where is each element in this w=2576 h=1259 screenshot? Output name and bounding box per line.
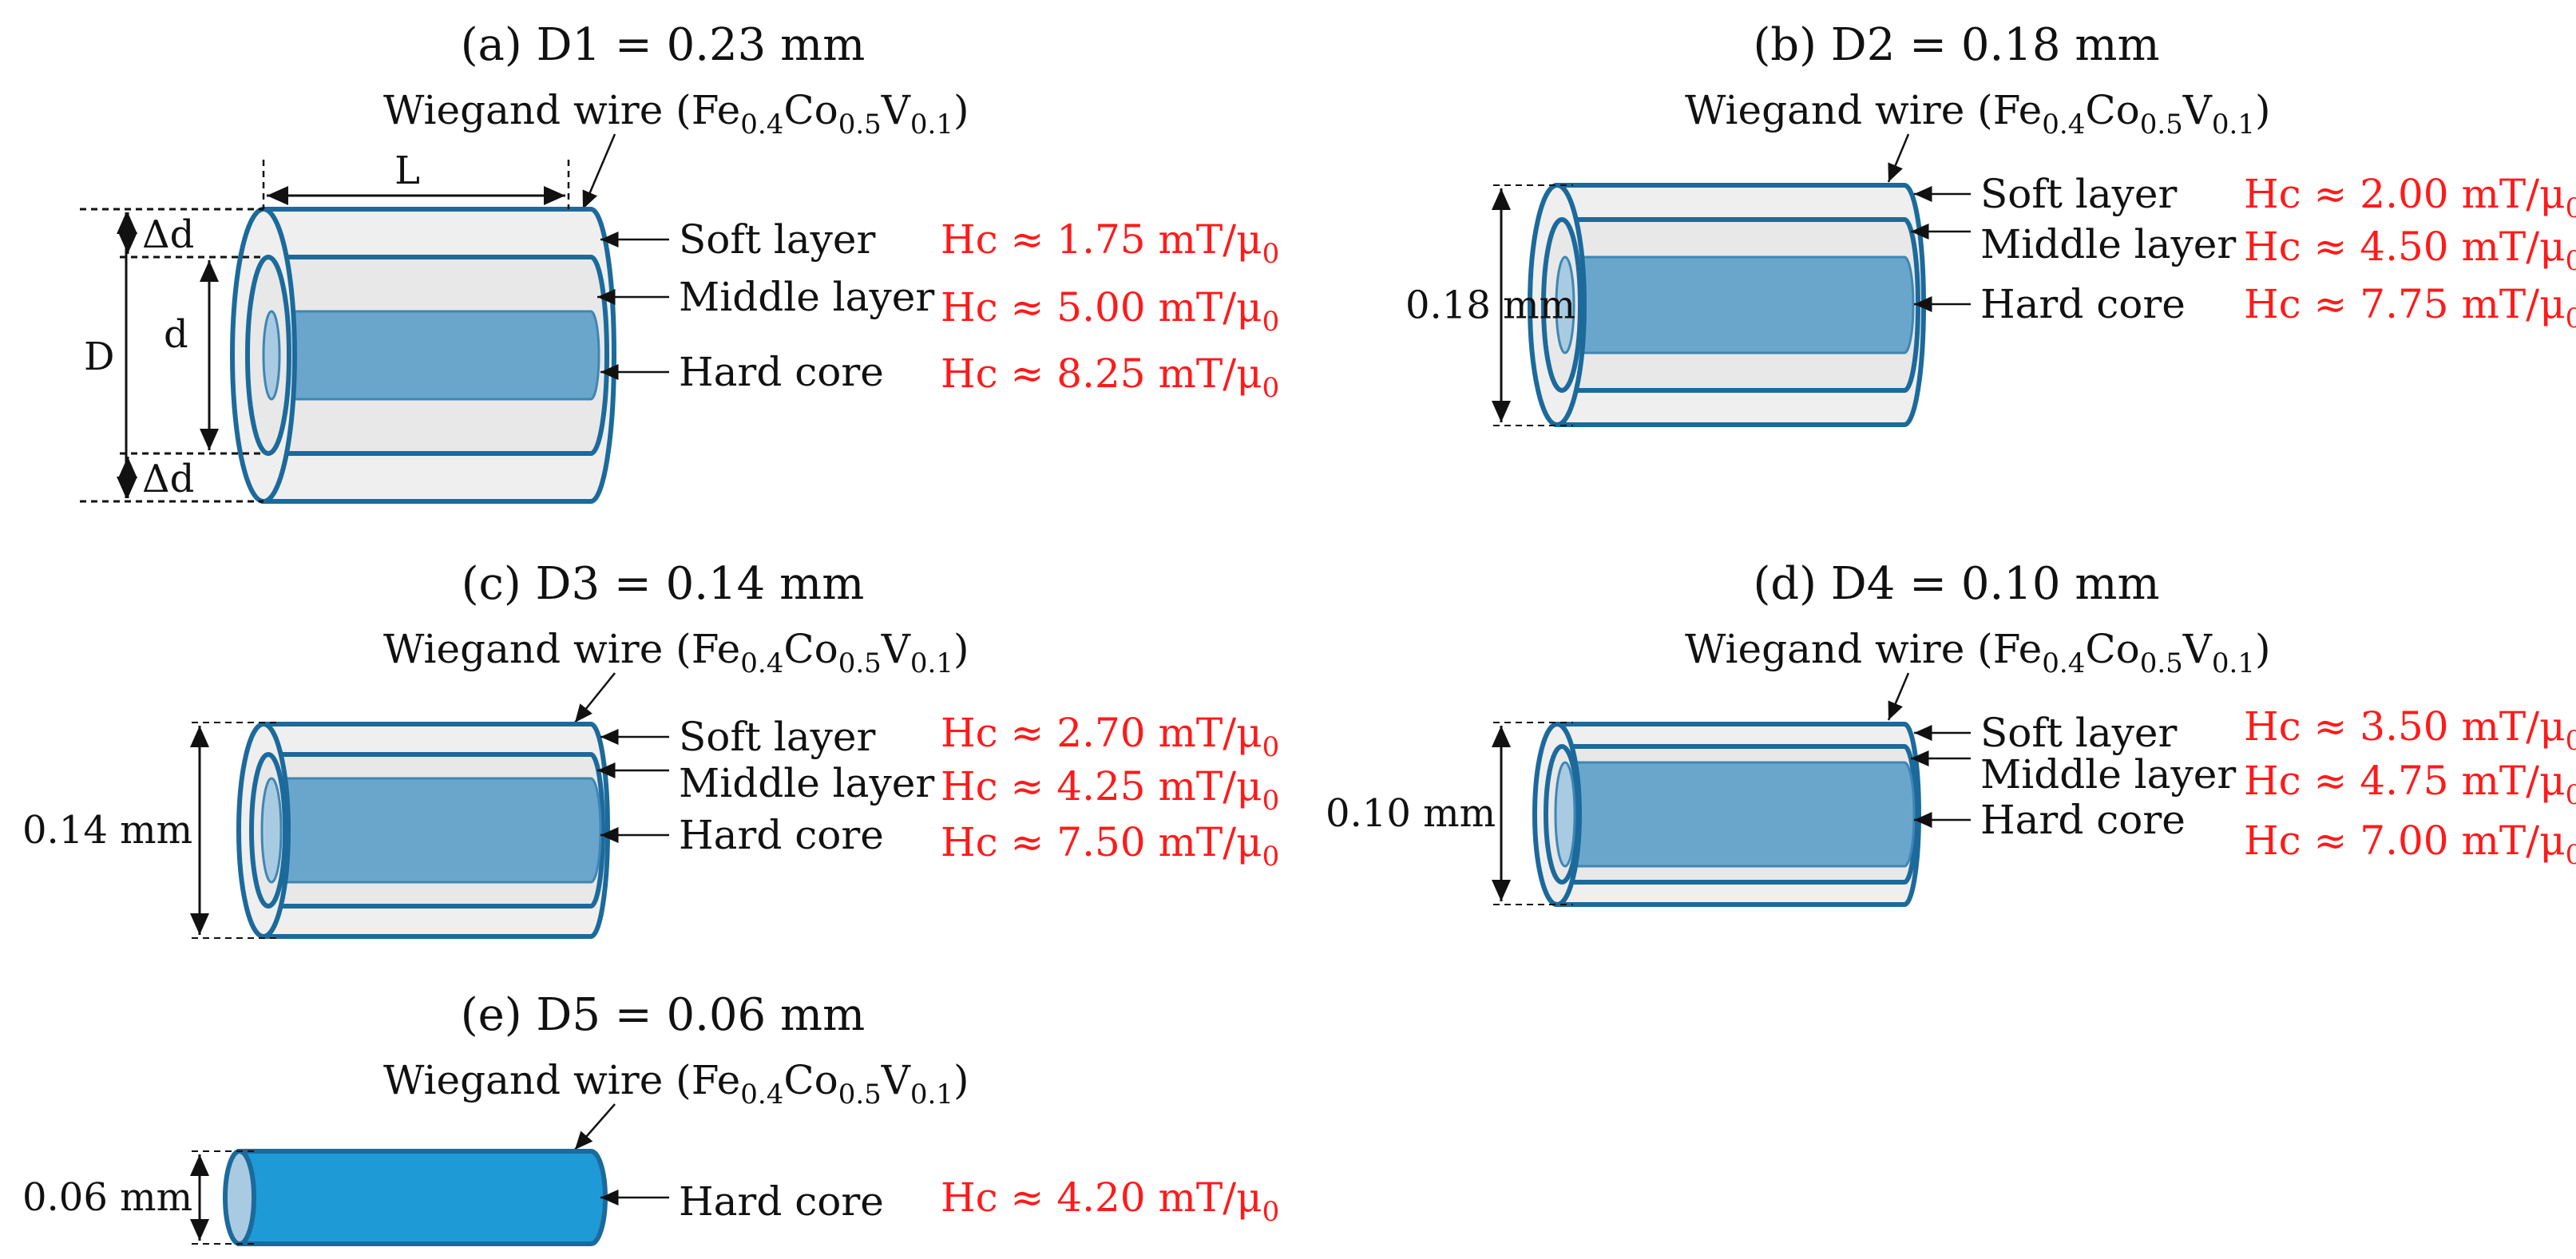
hc-value-middle-b: Hc ≈ 4.50 mT/μ0: [2244, 224, 2576, 277]
hc-value-middle-c: Hc ≈ 4.25 mT/μ0: [941, 763, 1279, 817]
inner-diameter-symbol: d: [164, 312, 188, 357]
wire-material-label-d: Wiegand wire (Fe0.4Co0.5V0.1): [1685, 626, 2270, 679]
panel-title-e: (e) D5 = 0.06 mm: [461, 989, 865, 1041]
hard-core-end: [1555, 255, 1575, 354]
panel-title-d: (d) D4 = 0.10 mm: [1753, 558, 2159, 610]
hard-core-body: [262, 777, 602, 884]
panel-title-a: (a) D1 = 0.23 mm: [461, 19, 866, 71]
hc-value-hard-b: Hc ≈ 7.75 mT/μ0: [2244, 281, 2576, 335]
material-leader-c: [574, 672, 616, 723]
layer-label-hard-c: Hard core: [679, 812, 884, 858]
hc-value-middle-d: Hc ≈ 4.75 mT/μ0: [2244, 758, 2576, 811]
material-leader-d: [1887, 672, 1910, 721]
diameter-label-c: 0.14 mm: [22, 808, 192, 853]
layer-label-hard-e: Hard core: [679, 1178, 884, 1225]
wire-graphic-c: [236, 722, 610, 939]
wire-graphic-a: [230, 207, 616, 504]
layer-label-soft-b: Soft layer: [1980, 171, 2177, 217]
hc-value-hard-d: Hc ≈ 7.00 mT/μ0: [2244, 818, 2576, 871]
length-symbol: L: [394, 148, 420, 193]
layer-label-soft-a: Soft layer: [679, 216, 875, 263]
panel-title-c: (c) D3 = 0.14 mm: [462, 558, 865, 610]
delta-d-top-label: Δd: [142, 212, 194, 257]
wire-material-label-b: Wiegand wire (Fe0.4Co0.5V0.1): [1685, 87, 2270, 141]
hc-value-hard-c: Hc ≈ 7.50 mT/μ0: [941, 819, 1279, 873]
hard-core-end: [223, 1149, 256, 1246]
outer-diameter-symbol: D: [84, 335, 114, 379]
wire-graphic-d: [1532, 722, 1921, 907]
layer-label-hard-b: Hard core: [1980, 281, 2186, 327]
hc-value-soft-c: Hc ≈ 2.70 mT/μ0: [941, 710, 1279, 763]
layer-label-soft-c: Soft layer: [679, 714, 875, 760]
wire-graphic-e: [223, 1149, 608, 1246]
layer-label-middle-b: Middle layer: [1980, 221, 2236, 267]
material-leader-e: [574, 1103, 616, 1150]
panel-title-b: (b) D2 = 0.18 mm: [1753, 19, 2159, 71]
layer-label-hard-a: Hard core: [679, 349, 884, 395]
hard-core-body: [1556, 761, 1916, 868]
layer-label-soft-d: Soft layer: [1980, 710, 2177, 756]
wire-material-label-c: Wiegand wire (Fe0.4Co0.5V0.1): [383, 626, 969, 679]
diameter-label-e: 0.06 mm: [22, 1175, 192, 1220]
hard-core-body: [1556, 255, 1915, 354]
hard-core-end: [262, 310, 281, 401]
material-leader-a: [581, 133, 616, 210]
hc-value-soft-a: Hc ≈ 1.75 mT/μ0: [941, 216, 1279, 270]
hard-core-body: [237, 1149, 608, 1246]
hard-core-end: [1554, 761, 1576, 868]
hard-core-body: [262, 310, 600, 401]
layer-label-hard-d: Hard core: [1980, 797, 2186, 843]
hc-value-soft-d: Hc ≈ 3.50 mT/μ0: [2244, 703, 2576, 757]
hc-value-hard-e: Hc ≈ 4.20 mT/μ0: [941, 1174, 1279, 1228]
wire-material-label-e: Wiegand wire (Fe0.4Co0.5V0.1): [383, 1057, 969, 1111]
hard-core-end: [260, 777, 283, 884]
wire-material-label-a: Wiegand wire (Fe0.4Co0.5V0.1): [383, 87, 969, 141]
diameter-label-b: 0.18 mm: [1405, 283, 1575, 328]
material-leader-b: [1887, 133, 1910, 183]
layer-label-middle-c: Middle layer: [679, 760, 934, 806]
layer-label-middle-a: Middle layer: [679, 274, 934, 320]
delta-d-bottom-label: Δd: [142, 457, 194, 501]
diameter-label-d: 0.10 mm: [1326, 791, 1496, 836]
wire-graphic-b: [1528, 183, 1926, 427]
layer-label-middle-d: Middle layer: [1980, 751, 2236, 798]
hc-value-hard-a: Hc ≈ 8.25 mT/μ0: [941, 350, 1279, 404]
hc-value-middle-a: Hc ≈ 5.00 mT/μ0: [941, 284, 1279, 338]
hc-value-soft-b: Hc ≈ 2.00 mT/μ0: [2244, 171, 2576, 224]
